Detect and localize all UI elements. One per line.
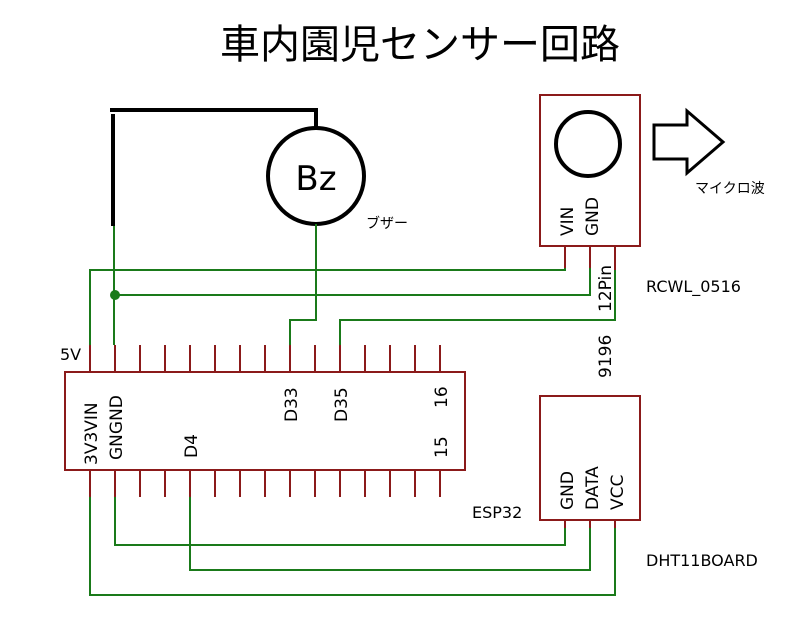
esp32-body [64,371,466,471]
diagram-title: 車内園児センサー回路 [220,22,620,68]
wire-vin [89,268,566,345]
radar-module: VIN GND マイクロ波 RCWL_0516 12Pin 9196 [539,94,765,378]
wire-radar-d35 [339,270,616,345]
dht-name: DHT11BOARD [646,551,758,570]
pin-d33: D33 [282,387,302,422]
power-label-5v: 5V [60,345,81,364]
dht-pin-data: DATA [583,466,603,510]
pin-16: 16 [432,386,452,408]
emission-label: マイクロ波 [695,181,765,197]
dht-pin-vcc: VCC [608,475,628,510]
wire-dht-gnd [114,497,566,546]
wire-dht-vcc [89,497,616,596]
esp32-name: ESP32 [472,503,522,522]
arrow-right-icon [652,107,726,177]
radar-antenna [554,110,622,178]
wire-gnd [115,268,591,296]
wires [89,224,616,596]
pin-15: 15 [432,436,452,458]
buzzer-label: ブザー [366,215,408,232]
pin-gngnd: GNGND [107,395,127,460]
radar-name: RCWL_0516 [646,277,741,297]
dht11-board: GND DATA VCC DHT11BOARD [539,395,758,570]
buzzer: Bz ブザー [110,108,408,232]
wire-dht-data [189,497,591,571]
pin-d35: D35 [332,387,352,422]
radar-pin-gnd: GND [583,197,603,236]
esp32: 5V 3V3VIN GNGND D33 D35 16 D4 15 ESP32 [60,345,522,522]
radar-pin-vin: VIN [558,207,578,236]
pin-3v3vin: 3V3VIN [82,402,102,465]
buzzer-symbol-label: Bz [295,159,336,199]
junction-dot [110,290,120,300]
buzzer-wire-top [110,108,318,130]
wire-label-12pin: 12Pin [596,265,616,312]
wire-label-9196: 9196 [596,335,616,378]
pin-d4: D4 [182,434,202,458]
wire-buzzer-d33 [289,224,317,345]
dht-pin-gnd: GND [558,471,578,510]
